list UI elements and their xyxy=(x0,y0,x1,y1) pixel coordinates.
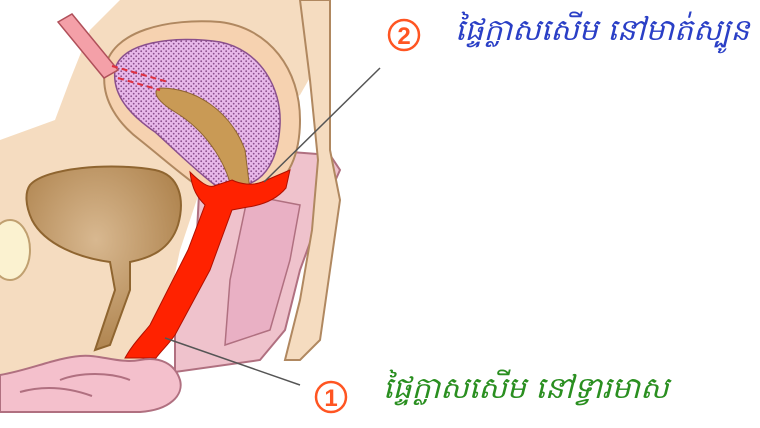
callout-1-label: ផ្ទៃក្លាសសើម នៅទ្វារមាស xyxy=(383,374,669,404)
marker-1: 1 xyxy=(316,382,346,412)
marker-1-number: 1 xyxy=(324,385,337,412)
marker-2: 2 xyxy=(389,20,419,50)
marker-2-number: 2 xyxy=(397,23,410,50)
callout-2-label: ផ្ទៃក្លាសសើម នៅមាត់ស្បូន xyxy=(455,16,750,46)
